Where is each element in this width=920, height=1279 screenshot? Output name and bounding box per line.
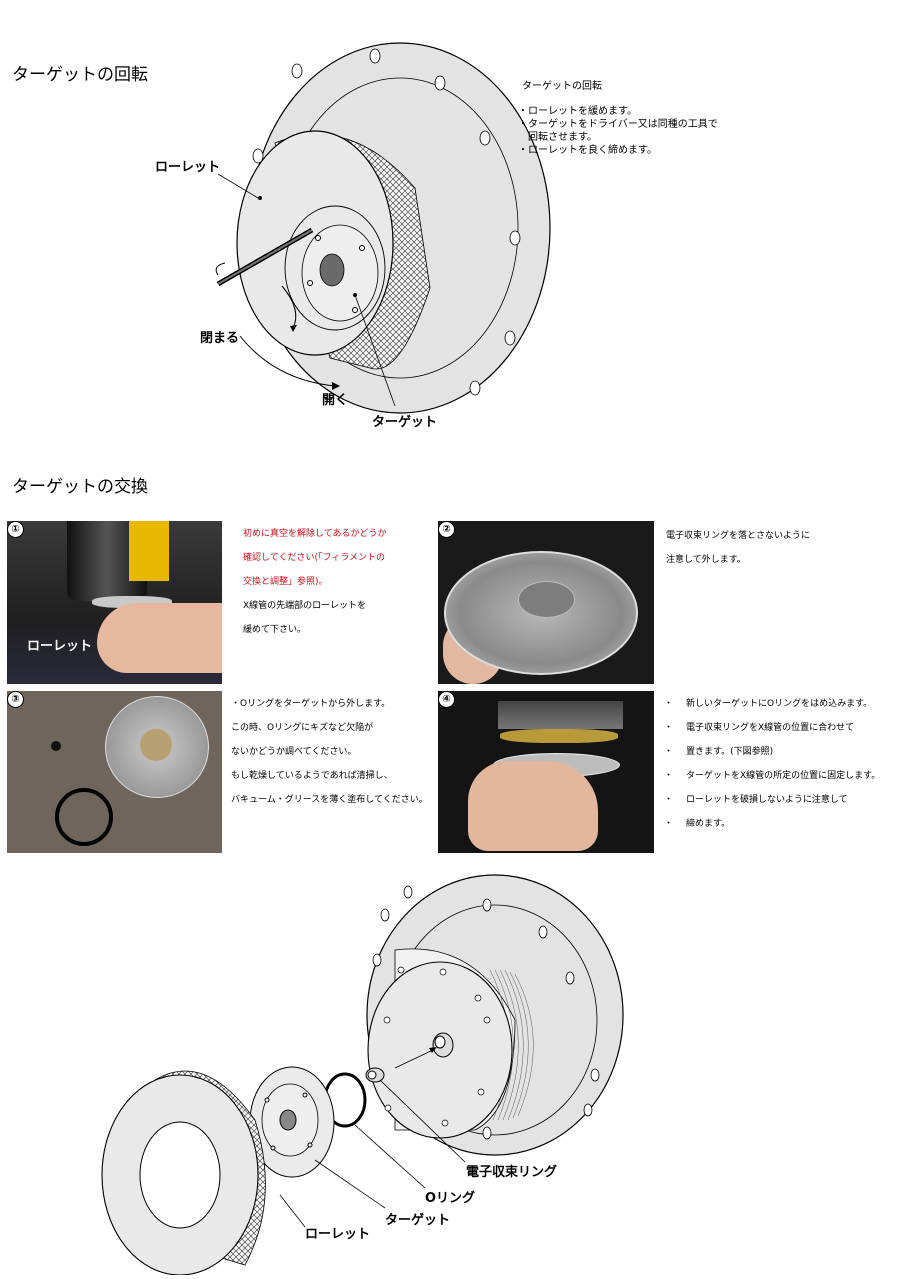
tube-end-shape [498,701,623,729]
step2-text: 電子収束リングを落とさないように 注意して外します。 [666,524,810,572]
label-knurl-2: ローレット [305,1227,371,1242]
step1-line: X線管の先端部のローレットを [243,601,367,611]
step1-warning-line: 交換と調整」参照)。 [243,577,328,587]
instruction-line: ・ターゲットをドライバー又は同種の工具で [518,119,718,130]
warning-label-shape [129,521,169,581]
step4-item: ターゲットをX線管の所定の位置に固定します。 [664,764,914,788]
instruction-line: ・ローレットを緩めます。 [518,106,637,117]
step-number-3: ③ [7,691,24,708]
step-number-4: ④ [438,691,455,708]
rotation-instructions: ・ローレットを緩めます。 ・ターゲットをドライバー又は同種の工具で 回転させます… [518,105,718,157]
step4-item: ローレットを破損しないように注意して [664,788,914,812]
step4-item: 新しいターゲットにOリングをはめ込みます。 [664,692,914,716]
step1-warning-line: 初めに真空を解除してあるかどうか [243,529,387,539]
photo-step2 [438,521,654,684]
exploded-assembly-diagram [101,874,624,1275]
step4-item: 電子収束リングをX線管の位置に合わせて [664,716,914,740]
label-focus-ring: 電子収束リング [466,1165,558,1180]
step3-line: ないかどうか調べてください。 [231,747,357,757]
target-rotation-diagram [215,42,551,414]
step3-line: バキューム・グリースを薄く塗布してください。 [231,795,428,805]
instruction-line: 回転させます。 [518,132,597,143]
step1-text: 初めに真空を解除してあるかどうか 確認してください(「フィラメントの 交換と調整… [243,522,386,642]
photo-label-knurl: ローレット [27,639,93,654]
hand-shape [97,603,222,673]
step2-line: 電子収束リングを落とさないように [666,531,810,541]
step4-item-cont: 締めます。 [664,812,914,836]
step1-warning-line: 確認してください(「フィラメントの [243,553,386,563]
step4-text: 新しいターゲットにOリングをはめ込みます。 電子収束リングをX線管の位置に合わせ… [664,692,914,836]
brass-ring-shape [500,729,618,743]
step3-line: もし乾燥しているようであれば清掃し、 [231,771,393,781]
label-oring: Oリング [425,1191,476,1206]
label-knurl: ローレット [155,160,221,175]
step-number-2: ② [438,521,455,538]
photo-step3 [7,691,222,853]
section-title-rotation: ターゲットの回転 [12,65,148,85]
small-part-shape [51,741,61,751]
rotation-heading: ターゲットの回転 [522,81,602,92]
section-title-replacement: ターゲットの交換 [12,477,148,497]
step3-line: この時、Oリングにキズなど欠陥が [231,723,374,733]
step4-item-cont-text: 置きます。(下図参照) [686,747,774,757]
step2-line: 注意して外します。 [666,555,746,565]
oring-shape [55,788,113,846]
target-center-shape [140,729,172,761]
step3-line: ・Oリングをターゲットから外します。 [231,699,391,709]
center-hub-shape [518,581,575,618]
step4-item-cont: 置きます。(下図参照) [664,740,914,764]
label-open: 開く [322,393,349,408]
step4-item-cont-text: 締めます。 [686,819,731,829]
step3-text: ・Oリングをターゲットから外します。 この時、Oリングにキズなど欠陥が ないかど… [231,692,428,812]
label-close: 閉まる [200,331,240,346]
photo-step1: ローレット [7,521,222,684]
photo-step4 [438,691,654,853]
label-target: ターゲット [372,415,438,430]
label-target-2: ターゲット [385,1213,451,1228]
step1-line: 緩めて下さい。 [243,625,307,635]
hand-shape [468,761,598,851]
instruction-line: ・ローレットを良く締めます。 [518,145,657,156]
step-number-1: ① [7,521,24,538]
